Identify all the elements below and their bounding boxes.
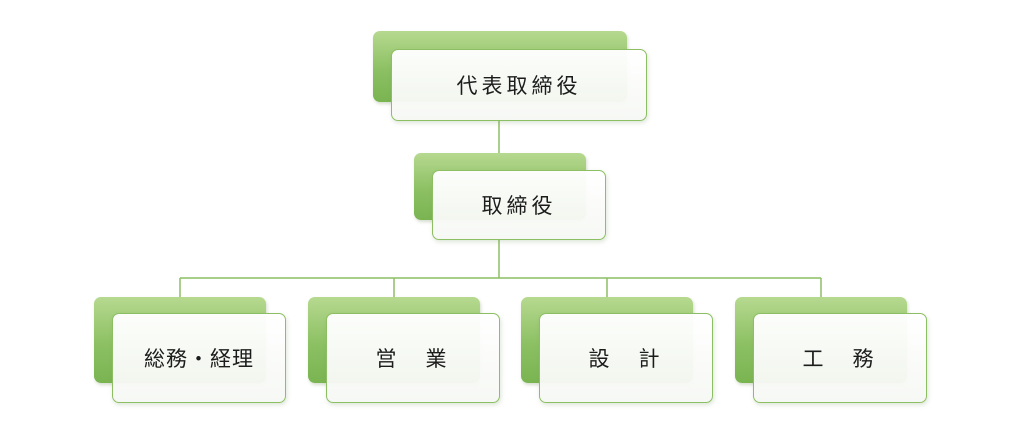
node-dept-koumu-box: 工 務 bbox=[753, 313, 927, 403]
node-dept-soumu-label: 総務・経理 bbox=[144, 347, 254, 371]
node-dept-sekkei-label: 設 計 bbox=[588, 347, 664, 371]
node-dept-sekkei-box: 設 計 bbox=[539, 313, 713, 403]
node-dept-eigyo-label: 営 業 bbox=[375, 347, 451, 371]
node-director-label: 取締役 bbox=[481, 194, 557, 218]
node-dept-koumu-label: 工 務 bbox=[802, 347, 878, 371]
node-ceo-label: 代表取締役 bbox=[456, 74, 582, 98]
node-dept-soumu-box: 総務・経理 bbox=[112, 313, 286, 403]
node-director-box: 取締役 bbox=[432, 170, 606, 240]
node-ceo-box: 代表取締役 bbox=[391, 49, 647, 121]
node-dept-eigyo-box: 営 業 bbox=[326, 313, 500, 403]
